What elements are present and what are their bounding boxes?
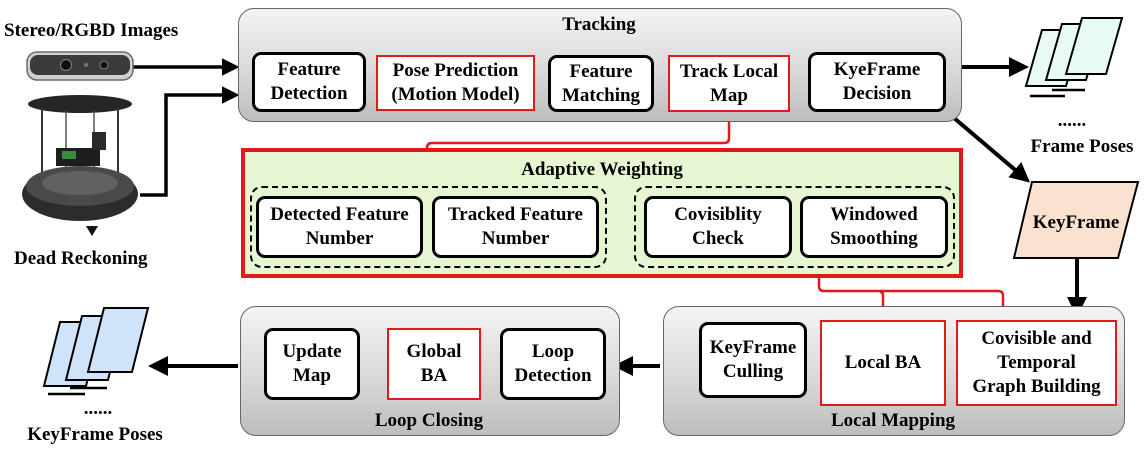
camera-icon (26, 51, 134, 81)
robot-icon (22, 95, 138, 236)
frame-poses-label: Frame Poses (1030, 136, 1134, 157)
tracking-title: Tracking (562, 14, 636, 35)
feature-number-group (250, 186, 607, 268)
adaptive-weighting-title: Adaptive Weighting (521, 159, 683, 180)
weighting-graph-building-link (880, 289, 1010, 321)
graph-building-box: Covisible and Temporal Graph Building (956, 320, 1117, 406)
weighting-local-ba-link (812, 262, 890, 321)
keyframe-poses-dots: ...... (83, 398, 113, 419)
track-local-map-box: Track Local Map (668, 55, 790, 112)
dead-reckoning-label: Dead Reckoning (14, 248, 148, 269)
detected-feature-number-box: Detected Feature Number (256, 196, 423, 258)
covisibility-check-box: Covisiblity Check (644, 196, 792, 258)
update-map-box: Update Map (264, 328, 360, 400)
tracked-feature-number-box: Tracked Feature Number (432, 196, 599, 258)
feature-detection-box: Feature Detection (252, 52, 366, 112)
pose-prediction-box: Pose Prediction (Motion Model) (376, 55, 535, 111)
frame-poses-dots: ...... (1057, 110, 1087, 131)
frame-pages-icon (1024, 17, 1124, 98)
track-local-map-weighting-link (420, 102, 736, 187)
keyframe-shape (1012, 181, 1140, 259)
stereo-images-label: Stereo/RGBD Images (4, 20, 179, 41)
global-ba-box: Global BA (387, 328, 481, 400)
local-ba-box: Local BA (820, 320, 946, 406)
feature-matching-box: Feature Matching (548, 55, 654, 112)
keyframe-culling-box: KeyFrame Culling (699, 322, 807, 398)
covisibility-group (634, 186, 955, 268)
loop-closing-title: Loop Closing (374, 410, 484, 431)
keyframe-label: KeyFrame (1032, 212, 1120, 233)
keyframe-pages-icon (42, 307, 150, 396)
local-mapping-title: Local Mapping (830, 410, 956, 431)
keyframe-poses-label: KeyFrame Poses (27, 424, 163, 445)
robot-to-tracking-arrow (140, 86, 240, 197)
decision-to-keyframe-arrow (945, 110, 1031, 183)
loop-detection-box: Loop Detection (500, 328, 606, 400)
keyframe-decision-box: KyeFrame Decision (808, 52, 946, 112)
windowed-smoothing-box: Windowed Smoothing (800, 196, 948, 258)
